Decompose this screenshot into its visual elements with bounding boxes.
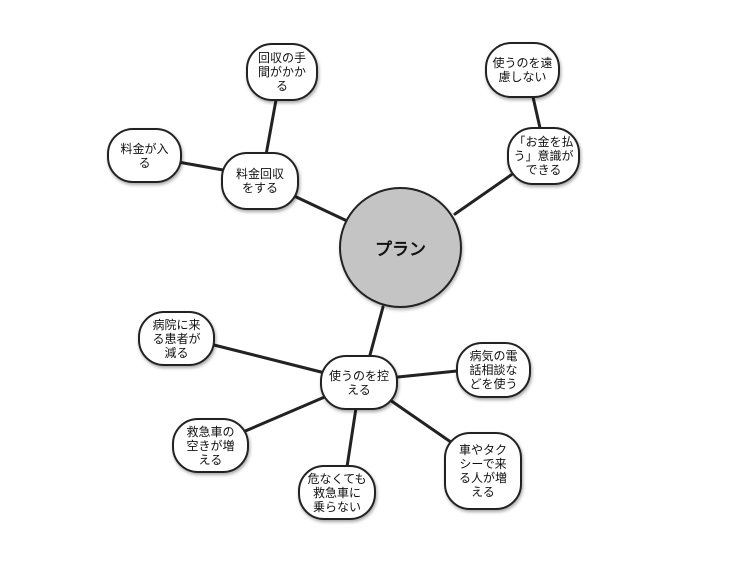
node-collect-fee-label: 料金回収 をする bbox=[235, 167, 284, 195]
link-center-pay-awareness bbox=[453, 173, 513, 216]
node-pay-awareness-label: 「お金を払 う」意識が できる bbox=[513, 135, 574, 177]
link-restrain-fewer-patients bbox=[212, 343, 323, 374]
center-node-plan[interactable]: プラン bbox=[339, 187, 462, 308]
node-taxi-users-label: 車やタク シーで来 る人が増 える bbox=[458, 443, 507, 499]
link-center-restrain-use bbox=[368, 305, 385, 357]
node-collect-effort[interactable]: 回収の手 間がかか る bbox=[246, 43, 318, 101]
node-pay-awareness[interactable]: 「お金を払 う」意識が できる bbox=[507, 127, 580, 185]
node-reservation[interactable]: 使うのを遠 慮しない bbox=[485, 42, 560, 98]
link-restrain-not-in-danger bbox=[345, 406, 358, 469]
center-node-label: プラン bbox=[375, 240, 426, 260]
link-restrain-ambulance-free bbox=[241, 394, 329, 434]
link-collect-fee-income bbox=[176, 160, 225, 172]
node-collect-fee[interactable]: 料金回収 をする bbox=[221, 152, 299, 210]
node-ambulance-free[interactable]: 救急車の 空きが増 える bbox=[172, 418, 249, 473]
node-not-in-danger-label: 危なくても 救急車に 乗らない bbox=[307, 471, 367, 514]
link-restrain-phone-consult bbox=[396, 369, 459, 379]
node-fee-income[interactable]: 料金が入 る bbox=[107, 128, 182, 183]
node-fewer-patients-label: 病院に来 る患者が 減る bbox=[152, 317, 201, 360]
node-restrain-use[interactable]: 使うのを控 える bbox=[320, 355, 398, 410]
node-phone-consult-label: 病気の電 話相談な どを使う bbox=[469, 349, 518, 391]
node-fee-income-label: 料金が入 る bbox=[120, 141, 169, 170]
node-not-in-danger[interactable]: 危なくても 救急車に 乗らない bbox=[298, 465, 376, 520]
link-restrain-taxi-users bbox=[388, 398, 460, 449]
node-reservation-label: 使うのを遠 慮しない bbox=[492, 56, 553, 84]
node-restrain-use-label: 使うのを控 える bbox=[328, 368, 389, 397]
node-collect-effort-label: 回収の手 間がかか る bbox=[257, 51, 306, 93]
node-fewer-patients[interactable]: 病院に来 る患者が 減る bbox=[138, 311, 215, 366]
link-pay-awareness-reservation bbox=[531, 95, 542, 130]
link-center-collect-fee bbox=[290, 193, 347, 222]
node-taxi-users[interactable]: 車やタク シーで来 る人が増 える bbox=[444, 432, 522, 510]
node-phone-consult[interactable]: 病気の電 話相談な どを使う bbox=[456, 342, 531, 398]
link-collect-fee-effort bbox=[264, 98, 278, 157]
node-ambulance-free-label: 救急車の 空きが増 える bbox=[186, 424, 235, 467]
